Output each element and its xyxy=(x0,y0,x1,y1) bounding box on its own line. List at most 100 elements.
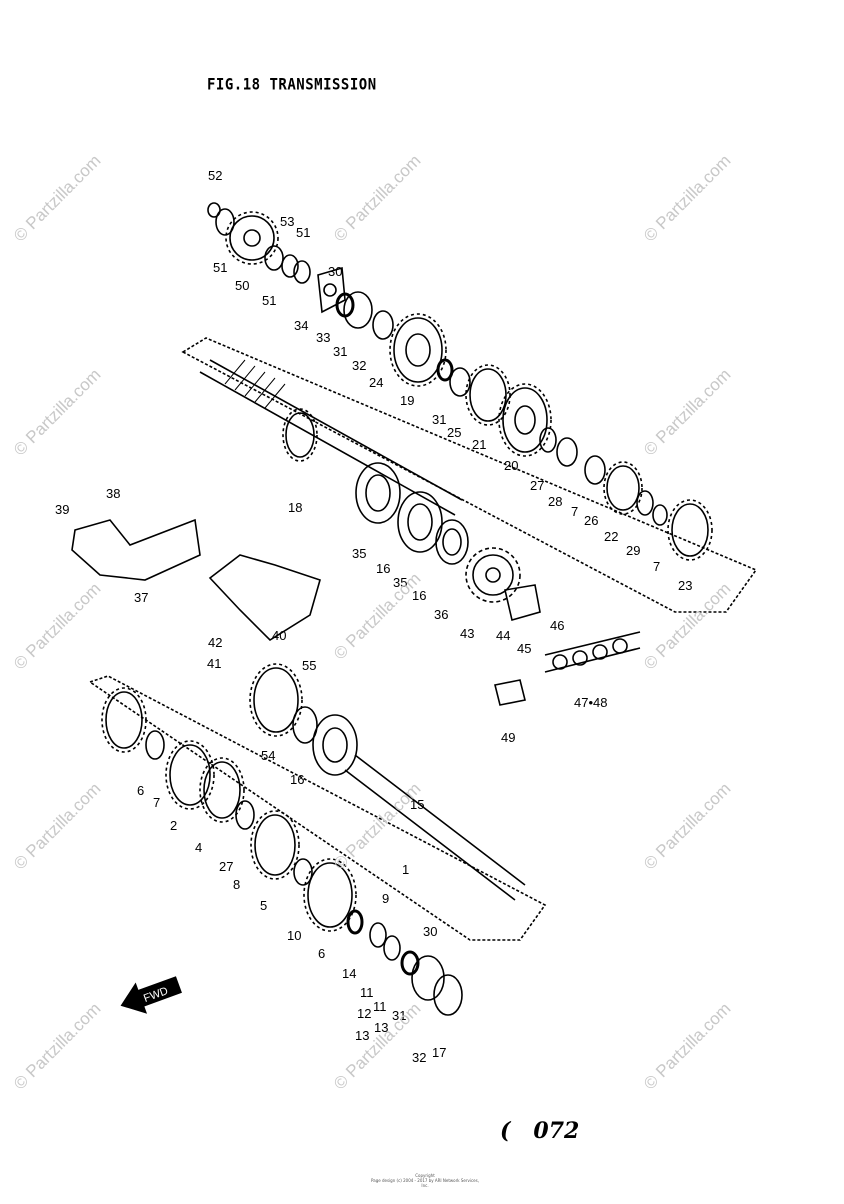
countershaft-splines xyxy=(224,359,286,409)
part-label: 42 xyxy=(208,635,222,650)
bracket-37 xyxy=(71,518,201,581)
mainshaft-group-outline xyxy=(88,675,547,941)
lock-plate-44 xyxy=(504,584,541,622)
bearing-31b xyxy=(436,358,454,382)
part-label: 15 xyxy=(410,797,424,812)
washer-7a xyxy=(584,455,606,485)
oil-seal-36 xyxy=(435,519,469,565)
part-label: 27 xyxy=(219,859,233,874)
part-label: 35 xyxy=(352,546,366,561)
part-label: 33 xyxy=(316,330,330,345)
part-label: 51 xyxy=(213,260,227,275)
part-label: 31 xyxy=(333,344,347,359)
part-label: 9 xyxy=(382,891,389,906)
gear-23 xyxy=(667,499,713,561)
page-mark: ( xyxy=(500,1118,511,1144)
washer-27 xyxy=(539,427,557,453)
part-label: 7 xyxy=(653,559,660,574)
guard-40 xyxy=(208,554,321,642)
part-label: 30 xyxy=(328,264,342,279)
part-label: 18 xyxy=(288,500,302,515)
washer-7b xyxy=(652,504,668,526)
circlip-52 xyxy=(207,202,221,218)
part-label: 38 xyxy=(106,486,120,501)
part-label: 20 xyxy=(504,458,518,473)
part-label: 14 xyxy=(342,966,356,981)
part-label: 51 xyxy=(296,225,310,240)
gear-50 xyxy=(225,211,279,265)
footer-copyright: Copyright Page design (c) 2004 - 2017 by… xyxy=(370,1173,480,1188)
countershaft xyxy=(199,359,463,516)
gear-2 xyxy=(165,740,215,810)
part-label: 50 xyxy=(235,278,249,293)
part-label: 47•48 xyxy=(574,695,607,710)
part-label: 12 xyxy=(357,1006,371,1021)
gear-20 xyxy=(498,383,552,457)
part-label: 17 xyxy=(432,1045,446,1060)
part-label: 7 xyxy=(153,795,160,810)
bearing-35a xyxy=(355,462,401,524)
part-label: 34 xyxy=(294,318,308,333)
bearing-plate-33 xyxy=(317,266,346,314)
part-label: 19 xyxy=(400,393,414,408)
gear-6-main xyxy=(101,687,147,753)
part-label: 29 xyxy=(626,543,640,558)
part-label: 1 xyxy=(402,862,409,877)
washer-51a xyxy=(215,208,235,236)
part-label: 28 xyxy=(548,494,562,509)
part-label: 31 xyxy=(392,1008,406,1023)
part-label: 53 xyxy=(280,214,294,229)
footer-line-1: Copyright xyxy=(415,1173,435,1178)
washer-51b xyxy=(264,245,284,271)
part-label: 27 xyxy=(530,478,544,493)
washer-10 xyxy=(293,858,313,886)
part-label: 41 xyxy=(207,656,221,671)
part-label: 45 xyxy=(517,641,531,656)
bearing-30-lower xyxy=(411,955,463,1016)
bearing-31c xyxy=(400,950,420,976)
part-label: 46 xyxy=(550,618,564,633)
washer-7c xyxy=(145,730,165,760)
part-label: 55 xyxy=(302,658,316,673)
part-label: 13 xyxy=(374,1020,388,1035)
part-label: 30 xyxy=(423,924,437,939)
bearing-35b xyxy=(397,491,443,553)
part-label: 21 xyxy=(472,437,486,452)
part-label: 10 xyxy=(287,928,301,943)
gear-4 xyxy=(199,757,245,823)
part-label: 16 xyxy=(290,772,304,787)
gear-6-lower xyxy=(303,858,357,932)
bearing-30 xyxy=(343,291,373,329)
sprocket-43 xyxy=(465,547,521,603)
part-label: 40 xyxy=(272,628,286,643)
washer-29 xyxy=(636,490,654,516)
washer-53 xyxy=(281,254,299,278)
part-label: 7 xyxy=(571,504,578,519)
washer-11 xyxy=(383,935,401,961)
part-label: 35 xyxy=(393,575,407,590)
part-label: 16 xyxy=(376,561,390,576)
part-label: 4 xyxy=(195,840,202,855)
gear-5 xyxy=(250,810,300,880)
part-label: 6 xyxy=(137,783,144,798)
washer-51c xyxy=(293,260,311,284)
part-label: 16 xyxy=(412,588,426,603)
part-label: 26 xyxy=(584,513,598,528)
page-number: ( 072 xyxy=(500,1118,579,1144)
washer-27b xyxy=(235,800,255,830)
part-label: 13 xyxy=(355,1028,369,1043)
washer-25 xyxy=(449,367,471,397)
footer-line-2: Page design (c) 2004 - 2017 by ARI Netwo… xyxy=(371,1178,479,1188)
part-label: 36 xyxy=(434,607,448,622)
drive-chain xyxy=(544,631,641,673)
part-label: 5 xyxy=(260,898,267,913)
part-label: 43 xyxy=(460,626,474,641)
countershaft-group-outline xyxy=(181,337,758,613)
chain-joint-49 xyxy=(494,679,526,706)
part-label: 49 xyxy=(501,730,515,745)
part-label: 39 xyxy=(55,502,69,517)
part-label: 23 xyxy=(678,578,692,593)
gear-21 xyxy=(465,364,511,426)
page-number-value: 072 xyxy=(533,1118,580,1144)
